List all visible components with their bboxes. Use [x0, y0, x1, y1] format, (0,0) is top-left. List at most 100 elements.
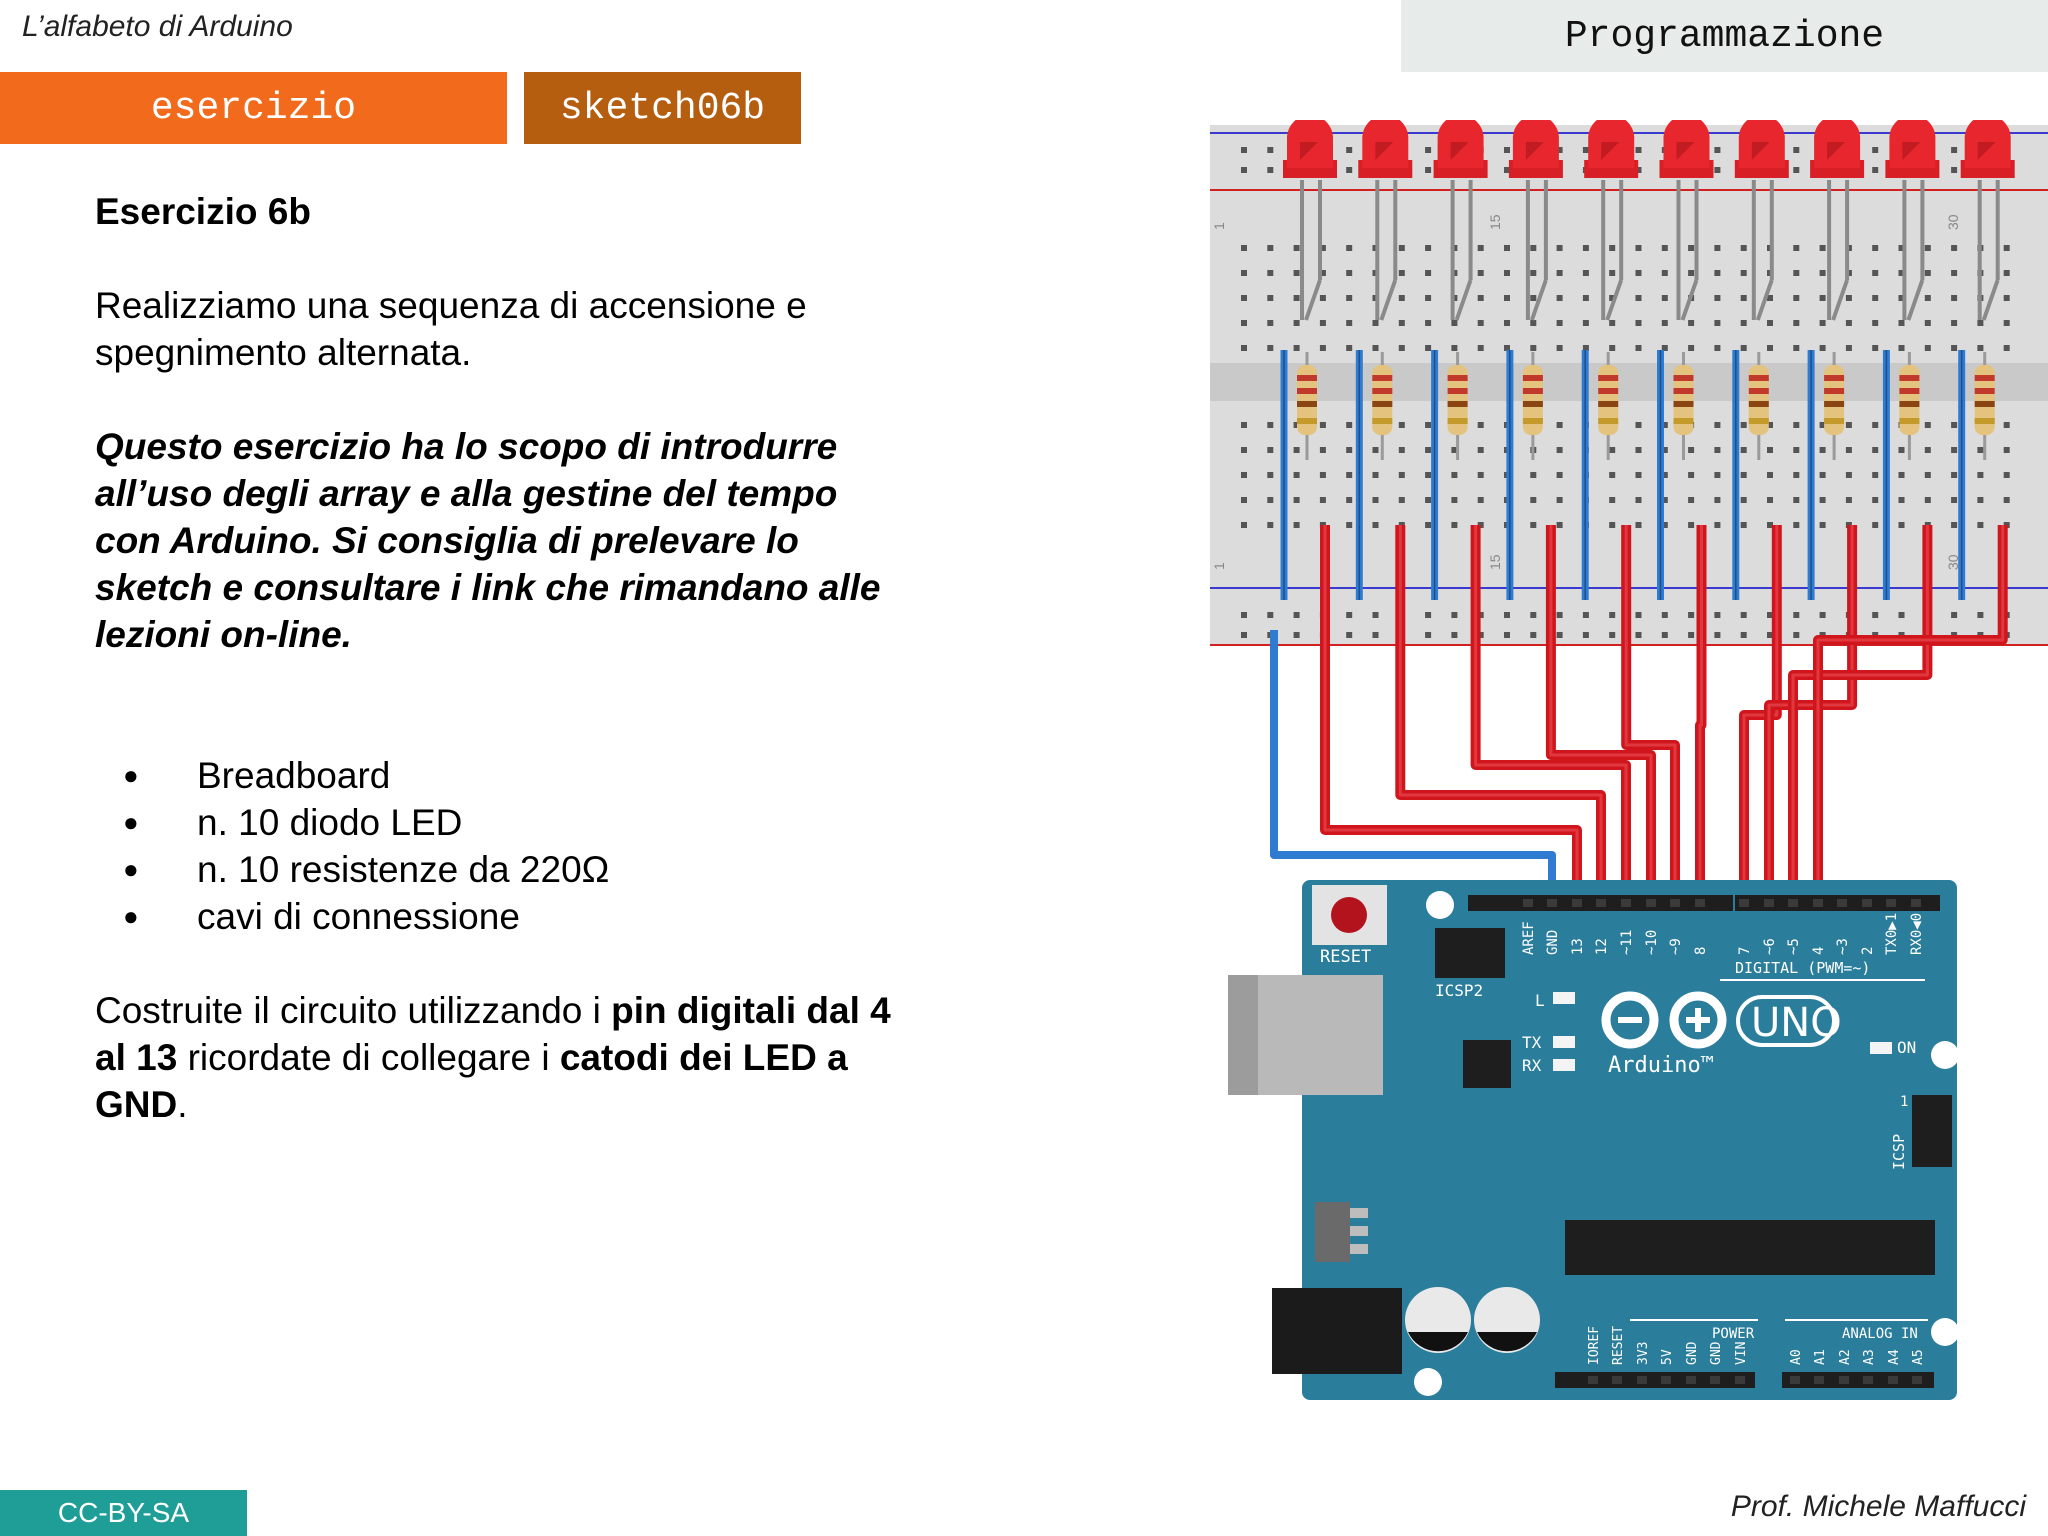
pin-label: AREF [1521, 921, 1537, 955]
breadboard-hole [1740, 345, 1747, 351]
resistor-band [1824, 418, 1845, 424]
pin-label: A1 [1813, 1349, 1828, 1365]
breadboard-hole [1951, 612, 1958, 618]
pin-label: ~9 [1668, 938, 1684, 955]
resistor-band [1673, 418, 1694, 424]
breadboard-hole [1635, 295, 1642, 301]
resistor-body [1899, 365, 1920, 435]
breadboard-hole [1425, 522, 1432, 528]
license-badge: CC-BY-SA [0, 1490, 247, 1536]
on-led [1870, 1042, 1892, 1054]
pin-label: GND [1685, 1341, 1700, 1365]
breadboard-hole [1477, 522, 1484, 528]
breadboard-hole [1556, 295, 1563, 301]
breadboard-hole [1845, 320, 1852, 326]
breadboard-hole [1767, 295, 1773, 301]
breadboard-hole [1688, 497, 1695, 503]
breadboard-hole [1241, 632, 1247, 638]
header-pin [1814, 1376, 1824, 1384]
breadboard-hole [1740, 632, 1747, 638]
header-pin [1646, 899, 1656, 907]
tab-exercise[interactable]: esercizio [0, 72, 507, 144]
breadboard-hole [1398, 472, 1405, 478]
breadboard-number: 1 [1211, 222, 1227, 230]
breadboard-hole [1425, 320, 1432, 326]
breadboard-hole [1319, 422, 1326, 428]
breadboard-hole [1425, 472, 1432, 478]
breadboard-hole [1872, 245, 1879, 251]
pin-label: RX0◀0 [1909, 913, 1925, 955]
mounting-hole [1426, 891, 1454, 919]
breadboard-hole [1267, 612, 1274, 618]
breadboard-hole [1530, 522, 1537, 528]
resistor-band [1748, 375, 1769, 381]
resistor-band [1899, 401, 1920, 407]
led-reflector [1977, 142, 1996, 160]
reset-label: RESET [1320, 947, 1371, 967]
section-label: Programmazione [1401, 0, 2048, 72]
breadboard-hole [1635, 270, 1642, 276]
breadboard-hole [1241, 345, 1247, 351]
breadboard-hole [1977, 447, 1984, 453]
resistor-body [1673, 365, 1694, 435]
led-leg [1454, 279, 1473, 321]
breadboard-hole [1293, 447, 1300, 453]
breadboard-hole [1398, 295, 1405, 301]
breadboard-hole [1661, 320, 1668, 326]
breadboard-hole [1241, 295, 1247, 301]
breadboard-hole [1898, 345, 1905, 351]
breadboard-hole [1661, 522, 1668, 528]
led-array [1283, 120, 2015, 321]
breadboard-hole [1767, 522, 1773, 528]
breadboard-hole [1398, 497, 1405, 503]
resistor-band [1447, 375, 1468, 381]
header-title: L’alfabeto di Arduino [22, 10, 293, 43]
breadboard-hole [1740, 245, 1747, 251]
breadboard-hole [1582, 245, 1589, 251]
breadboard-hole [1714, 167, 1721, 173]
breadboard-hole [1688, 447, 1695, 453]
pin-label: 3V3 [1636, 1342, 1651, 1365]
breadboard-hole [1767, 320, 1773, 326]
breadboard-hole [1635, 522, 1642, 528]
tab-sketch[interactable]: sketch06b [524, 72, 801, 144]
breadboard-hole [1714, 497, 1721, 503]
regulator-pin [1350, 1208, 1368, 1218]
pin-label: ~11 [1619, 930, 1635, 955]
resistor-band [1899, 418, 1920, 424]
breadboard-hole [1714, 522, 1721, 528]
breadboard-hole [1319, 472, 1326, 478]
breadboard-hole [1477, 270, 1484, 276]
led-leg [1605, 279, 1624, 321]
breadboard-hole [1688, 522, 1695, 528]
breadboard-hole [1530, 612, 1537, 618]
breadboard-hole [1714, 147, 1721, 153]
breadboard-hole [1425, 345, 1432, 351]
header-pin [1788, 899, 1798, 907]
power-jack [1272, 1288, 1402, 1374]
breadboard-hole [1556, 632, 1563, 638]
breadboard-hole [1425, 270, 1432, 276]
rx-label: RX [1522, 1056, 1542, 1075]
breadboard-hole [1241, 167, 1247, 173]
breadboard-hole [1819, 422, 1826, 428]
breadboard-hole [1924, 345, 1931, 351]
resistor-array [1297, 352, 1995, 460]
reset-button-cap [1331, 897, 1367, 933]
led-reflector [1375, 142, 1394, 160]
breadboard-hole [1372, 522, 1379, 528]
breadboard-hole [1714, 295, 1721, 301]
breadboard-hole [1319, 345, 1326, 351]
breadboard-hole [1451, 522, 1458, 528]
breadboard-hole [1477, 472, 1484, 478]
breadboard-hole [1346, 345, 1353, 351]
breadboard-hole [1241, 497, 1247, 503]
breadboard-hole [1582, 632, 1589, 638]
resistor-band [1598, 418, 1619, 424]
breadboard-hole [1241, 147, 1247, 153]
led-reflector [1676, 142, 1695, 160]
breadboard-hole [1740, 447, 1747, 453]
breadboard-hole [1924, 295, 1931, 301]
breadboard-hole [1398, 447, 1405, 453]
